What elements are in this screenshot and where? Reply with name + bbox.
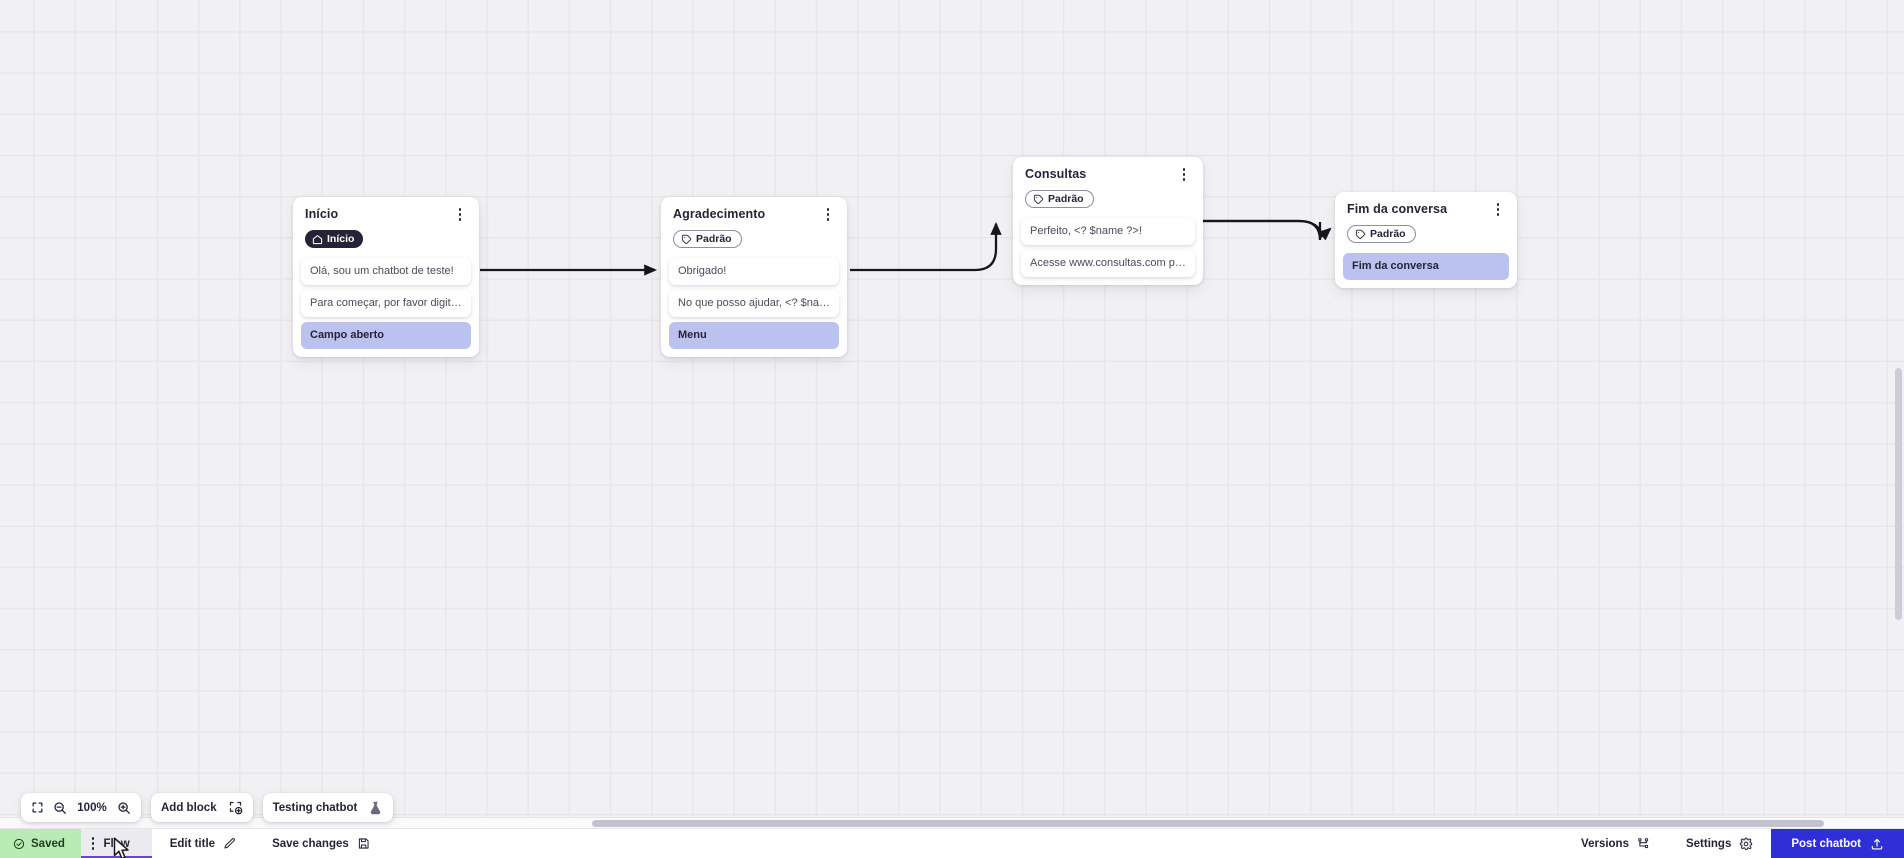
kebab-menu-icon[interactable] [453,206,467,223]
saved-label: Saved [31,837,65,850]
node-slot[interactable]: Para começar, por favor digite o ... [301,289,471,317]
settings-button[interactable]: Settings [1668,829,1771,858]
tag-icon [1355,229,1366,239]
node-slot[interactable]: Perfeito, <? $name ?>! [1021,217,1195,245]
tag-icon [681,234,692,244]
edge-agradecimento-consultas [850,221,1002,272]
tab-flow[interactable]: Flow [80,829,152,858]
node-badge-label: Padrão [1370,227,1406,240]
node-slots: Obrigado! No que posso ajudar, <? $name … [669,257,839,349]
node-slot[interactable]: Olá, sou um chatbot de teste! [301,257,471,285]
tab-flow-label: Flow [103,837,130,850]
testing-chatbot-button[interactable]: Testing chatbot [262,793,394,822]
zoom-controls: 100% [21,793,141,822]
floppy-disk-icon [358,838,369,849]
node-agradecimento[interactable]: Agradecimento Padrão Obrigado! No que po… [661,197,847,357]
zoom-out-icon[interactable] [53,801,67,815]
node-slots: Olá, sou um chatbot de teste! Para começ… [301,257,471,349]
node-badge-padrao[interactable]: Padrão [1025,190,1094,208]
vertical-scrollbar-thumb[interactable] [1895,368,1902,620]
zoom-in-icon[interactable] [117,801,131,815]
horizontal-scrollbar[interactable] [0,817,1904,828]
node-badge-label: Início [327,232,355,245]
node-slot-highlight[interactable]: Fim da conversa [1343,252,1509,280]
node-title: Início [305,207,339,221]
add-block-icon [228,800,243,815]
add-block-label: Add block [161,801,217,814]
node-badges: Padrão [1021,183,1195,210]
edit-title-button[interactable]: Edit title [152,829,254,858]
node-slot-highlight[interactable]: Campo aberto [301,321,471,349]
kebab-menu-icon[interactable] [821,206,835,223]
node-header: Agradecimento [669,206,839,223]
node-slots: Fim da conversa [1343,252,1509,280]
node-slot-highlight[interactable]: Menu [669,321,839,349]
node-badge-label: Padrão [696,232,732,245]
edge-consultas-fim [1203,219,1322,241]
check-circle-icon [13,838,25,849]
zoom-level-label: 100% [77,801,107,814]
node-consultas[interactable]: Consultas Padrão Perfeito, <? $name ?>! … [1013,157,1203,285]
canvas-toolbar: 100% Add block Testing ch [21,793,394,822]
kebab-menu-icon[interactable] [1177,166,1191,183]
bottom-bar: Saved Flow Edit title Save changes [0,828,1904,858]
flow-canvas[interactable]: Início Início Olá, sou um chatbot de tes… [0,0,1904,828]
node-fim-da-conversa[interactable]: Fim da conversa Padrão Fim da conversa [1335,192,1517,288]
save-changes-button[interactable]: Save changes [254,829,388,858]
node-title: Agradecimento [673,207,766,221]
settings-label: Settings [1685,837,1732,850]
node-inicio[interactable]: Início Início Olá, sou um chatbot de tes… [293,197,479,357]
node-slot[interactable]: No que posso ajudar, <? $name ... [669,289,839,317]
connector-layer [480,219,1332,276]
node-slot[interactable]: Acesse www.consultas.com par... [1021,249,1195,277]
testing-chatbot-label: Testing chatbot [272,801,358,814]
flask-icon [368,800,383,816]
branch-icon [1638,838,1649,849]
node-badge-label: Padrão [1048,192,1084,205]
add-block-button[interactable]: Add block [151,793,253,822]
edge-consultas-fim-tail [1203,219,1332,241]
node-title: Consultas [1025,167,1087,181]
gear-icon [1740,837,1753,850]
node-badge-inicio[interactable]: Início [305,230,364,248]
bottom-bar-right: Versions Settings Post chatbot [1563,829,1904,858]
node-header: Consultas [1021,166,1195,183]
node-badges: Padrão [1343,218,1509,245]
node-header: Início [301,206,471,223]
home-icon [312,234,323,244]
versions-button[interactable]: Versions [1563,829,1668,858]
pencil-icon [224,838,235,849]
node-slot[interactable]: Obrigado! [669,257,839,285]
node-badge-padrao[interactable]: Padrão [1347,225,1416,243]
post-chatbot-button[interactable]: Post chatbot [1771,829,1904,858]
node-badges: Início [301,223,471,250]
node-slots: Perfeito, <? $name ?>! Acesse www.consul… [1021,217,1195,277]
horizontal-scrollbar-thumb[interactable] [592,820,1824,827]
kebab-menu-icon[interactable] [1491,201,1505,218]
node-title: Fim da conversa [1347,202,1448,216]
save-changes-label: Save changes [272,837,349,850]
tab-kebab-menu-icon[interactable] [91,829,95,858]
node-header: Fim da conversa [1343,201,1509,218]
status-badge-saved: Saved [0,829,81,858]
versions-label: Versions [1581,837,1629,850]
post-chatbot-label: Post chatbot [1791,837,1861,850]
fit-screen-icon[interactable] [31,801,44,814]
node-badges: Padrão [669,223,839,250]
tag-icon [1033,194,1044,204]
bottom-bar-left: Saved Flow Edit title Save changes [0,829,388,858]
upload-icon [1871,838,1883,850]
edit-title-label: Edit title [169,837,216,850]
node-badge-padrao[interactable]: Padrão [673,230,742,248]
vertical-scrollbar[interactable] [1893,0,1904,818]
